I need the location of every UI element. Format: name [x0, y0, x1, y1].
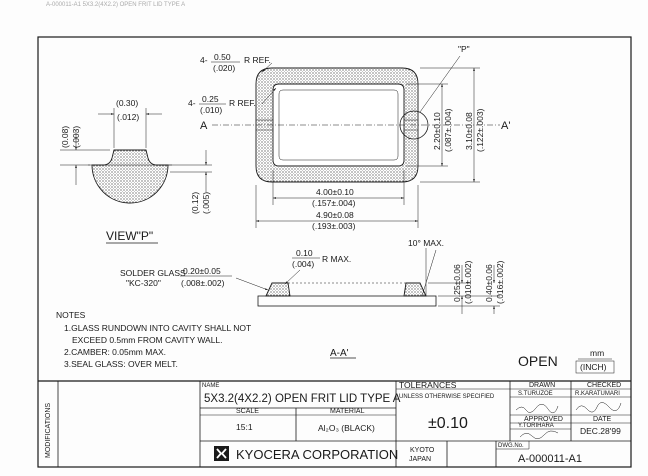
height-dimensions: 2.20±0.10 (.087±.004) 3.10±0.08 (.122±.0…: [406, 67, 485, 183]
approved-label: APPROVED: [524, 416, 563, 423]
name-value: 5X3.2(4X2.2) OPEN FRIT LID TYPE A: [204, 393, 401, 405]
open-label: OPEN: [518, 353, 558, 369]
tolerances-sub: UNLESS OTHERWISE SPECIFIED: [399, 394, 495, 400]
section-a-a-view: 0.10 (.004) R MAX. 10° MAX. SOLDER GLASS…: [120, 238, 505, 359]
scale-label: SCALE: [236, 408, 259, 415]
note-line-3: 2.CAMBER: 0.05mm MAX.: [64, 347, 166, 357]
svg-text:0.50: 0.50: [214, 52, 231, 62]
svg-text:R MAX.: R MAX.: [322, 254, 351, 264]
checked-signature: [575, 402, 622, 413]
kyocera-logo-icon: [214, 446, 229, 461]
drawn-name: S.TURUZOE: [518, 391, 553, 397]
r-ref-outer-callout: 4- 0.50 (.020) R REF.: [200, 52, 273, 73]
checked-label: CHECKED: [587, 382, 621, 389]
city-label: KYOTO: [410, 447, 435, 454]
note-line-1: 1.GLASS RUNDOWN INTO CAVITY SHALL NOT: [64, 323, 251, 333]
svg-text:4-: 4-: [188, 98, 196, 108]
detail-p-label: "P": [458, 44, 470, 54]
svg-text:4.90±0.08: 4.90±0.08: [316, 210, 354, 220]
width-dimensions: 4.00±0.10 (.157±.004) 4.90±0.08 (.193±.0…: [255, 170, 419, 231]
country-label: JAPAN: [409, 456, 431, 463]
unit-inch: (INCH): [580, 362, 607, 372]
dwg-number: A-000011-A1: [518, 453, 582, 465]
svg-text:"KC-320": "KC-320": [126, 278, 161, 288]
material-label: MATERIAL: [330, 408, 365, 415]
svg-text:(0.12): (0.12): [190, 192, 200, 214]
svg-text:(.193±.003): (.193±.003): [312, 221, 356, 231]
drawn-signature: [515, 404, 559, 414]
svg-text:(.012): (.012): [117, 112, 139, 122]
svg-text:R REF.: R REF.: [244, 55, 271, 65]
svg-text:0.25: 0.25: [202, 94, 219, 104]
svg-text:4.00±0.10: 4.00±0.10: [316, 187, 354, 197]
glass-right-section: [403, 282, 427, 297]
section-title: A-A': [330, 348, 349, 359]
svg-text:0.40±0.06: 0.40±0.06: [484, 264, 494, 302]
glass-left-section: [265, 282, 291, 297]
svg-text:(.157±.004): (.157±.004): [312, 198, 356, 208]
svg-text:(.010±.002): (.010±.002): [463, 260, 473, 304]
title-block: MODIFICATIONS NAME 5X3.2(4X2.2) OPEN FRI…: [38, 380, 631, 467]
dwg-label: DWG.No.: [498, 443, 524, 449]
tolerances-label: TOLERANCES: [399, 380, 457, 390]
svg-text:(.008±.002): (.008±.002): [181, 278, 225, 288]
svg-text:(.122±.003): (.122±.003): [475, 108, 485, 152]
approved-signature: [519, 430, 559, 439]
svg-text:(.003): (.003): [71, 126, 81, 148]
glass-inner-edge: [278, 89, 399, 161]
svg-text:(.020): (.020): [213, 63, 235, 73]
material-value: Al₂O₃ (BLACK): [318, 423, 375, 433]
svg-text:(0.30): (0.30): [116, 98, 138, 108]
svg-text:(0.08): (0.08): [60, 126, 70, 148]
section-a-left-label: A: [200, 120, 208, 132]
svg-text:SOLDER GLASS: SOLDER GLASS: [120, 268, 186, 278]
approved-name: Y.TORIHARA: [518, 423, 554, 429]
view-p-title: VIEW"P": [106, 229, 153, 243]
svg-text:2.20±0.10: 2.20±0.10: [432, 112, 442, 150]
unit-mm: mm: [590, 348, 604, 358]
svg-text:(.016±.002): (.016±.002): [495, 260, 505, 304]
note-line-4: 3.SEAL GLASS: OVER MELT.: [64, 359, 178, 369]
drawn-label: DRAWN: [529, 382, 555, 389]
r-ref-inner-callout: 4- 0.25 (.010) R REF.: [188, 87, 277, 115]
svg-text:3.10±0.08: 3.10±0.08: [464, 112, 474, 150]
name-label: NAME: [202, 383, 219, 389]
drawing-border: [37, 36, 632, 468]
view-p-detail: (0.30) (.012) (0.08) (.003) (0.12) (.005…: [60, 98, 212, 244]
notes-title: NOTES: [56, 310, 86, 320]
lid-base-section: [257, 295, 437, 307]
svg-text:0.25±0.06: 0.25±0.06: [452, 264, 462, 302]
svg-text:R REF.: R REF.: [229, 98, 256, 108]
note-line-2: EXCEED 0.5mm FROM CAVITY WALL.: [72, 335, 223, 345]
scan-header-text: A-000011-A1 5X3.2(4X2.2) OPEN FRIT LID T…: [46, 2, 185, 8]
svg-text:(.005): (.005): [201, 192, 211, 214]
detail-p-circle: [399, 110, 429, 140]
notes-block: NOTES 1.GLASS RUNDOWN INTO CAVITY SHALL …: [56, 310, 251, 369]
svg-text:(.010): (.010): [200, 105, 222, 115]
view-p-section: [91, 149, 169, 204]
svg-text:4-: 4-: [200, 55, 208, 65]
section-a-right-label: A': [501, 120, 510, 132]
svg-text:0.20±0.05: 0.20±0.05: [183, 266, 221, 276]
svg-text:10° MAX.: 10° MAX.: [408, 238, 444, 248]
checked-name: R.KARATUMARI: [575, 391, 620, 397]
company-name: KYOCERA CORPORATION: [236, 447, 398, 462]
date-label: DATE: [593, 416, 611, 423]
svg-text:(.087±.004): (.087±.004): [443, 108, 453, 152]
units-indicator: OPEN mm (INCH): [518, 348, 615, 374]
svg-text:(.004): (.004): [292, 259, 314, 269]
date-value: DEC.28'99: [580, 426, 621, 436]
top-view: "P" A A' 4- 0.50 (.020) R REF. 4- 0.25 (…: [188, 44, 510, 231]
tolerances-value: ±0.10: [428, 415, 468, 432]
svg-text:0.10: 0.10: [296, 248, 313, 258]
modifications-label: MODIFICATIONS: [45, 403, 52, 458]
scale-value: 15:1: [236, 422, 253, 432]
